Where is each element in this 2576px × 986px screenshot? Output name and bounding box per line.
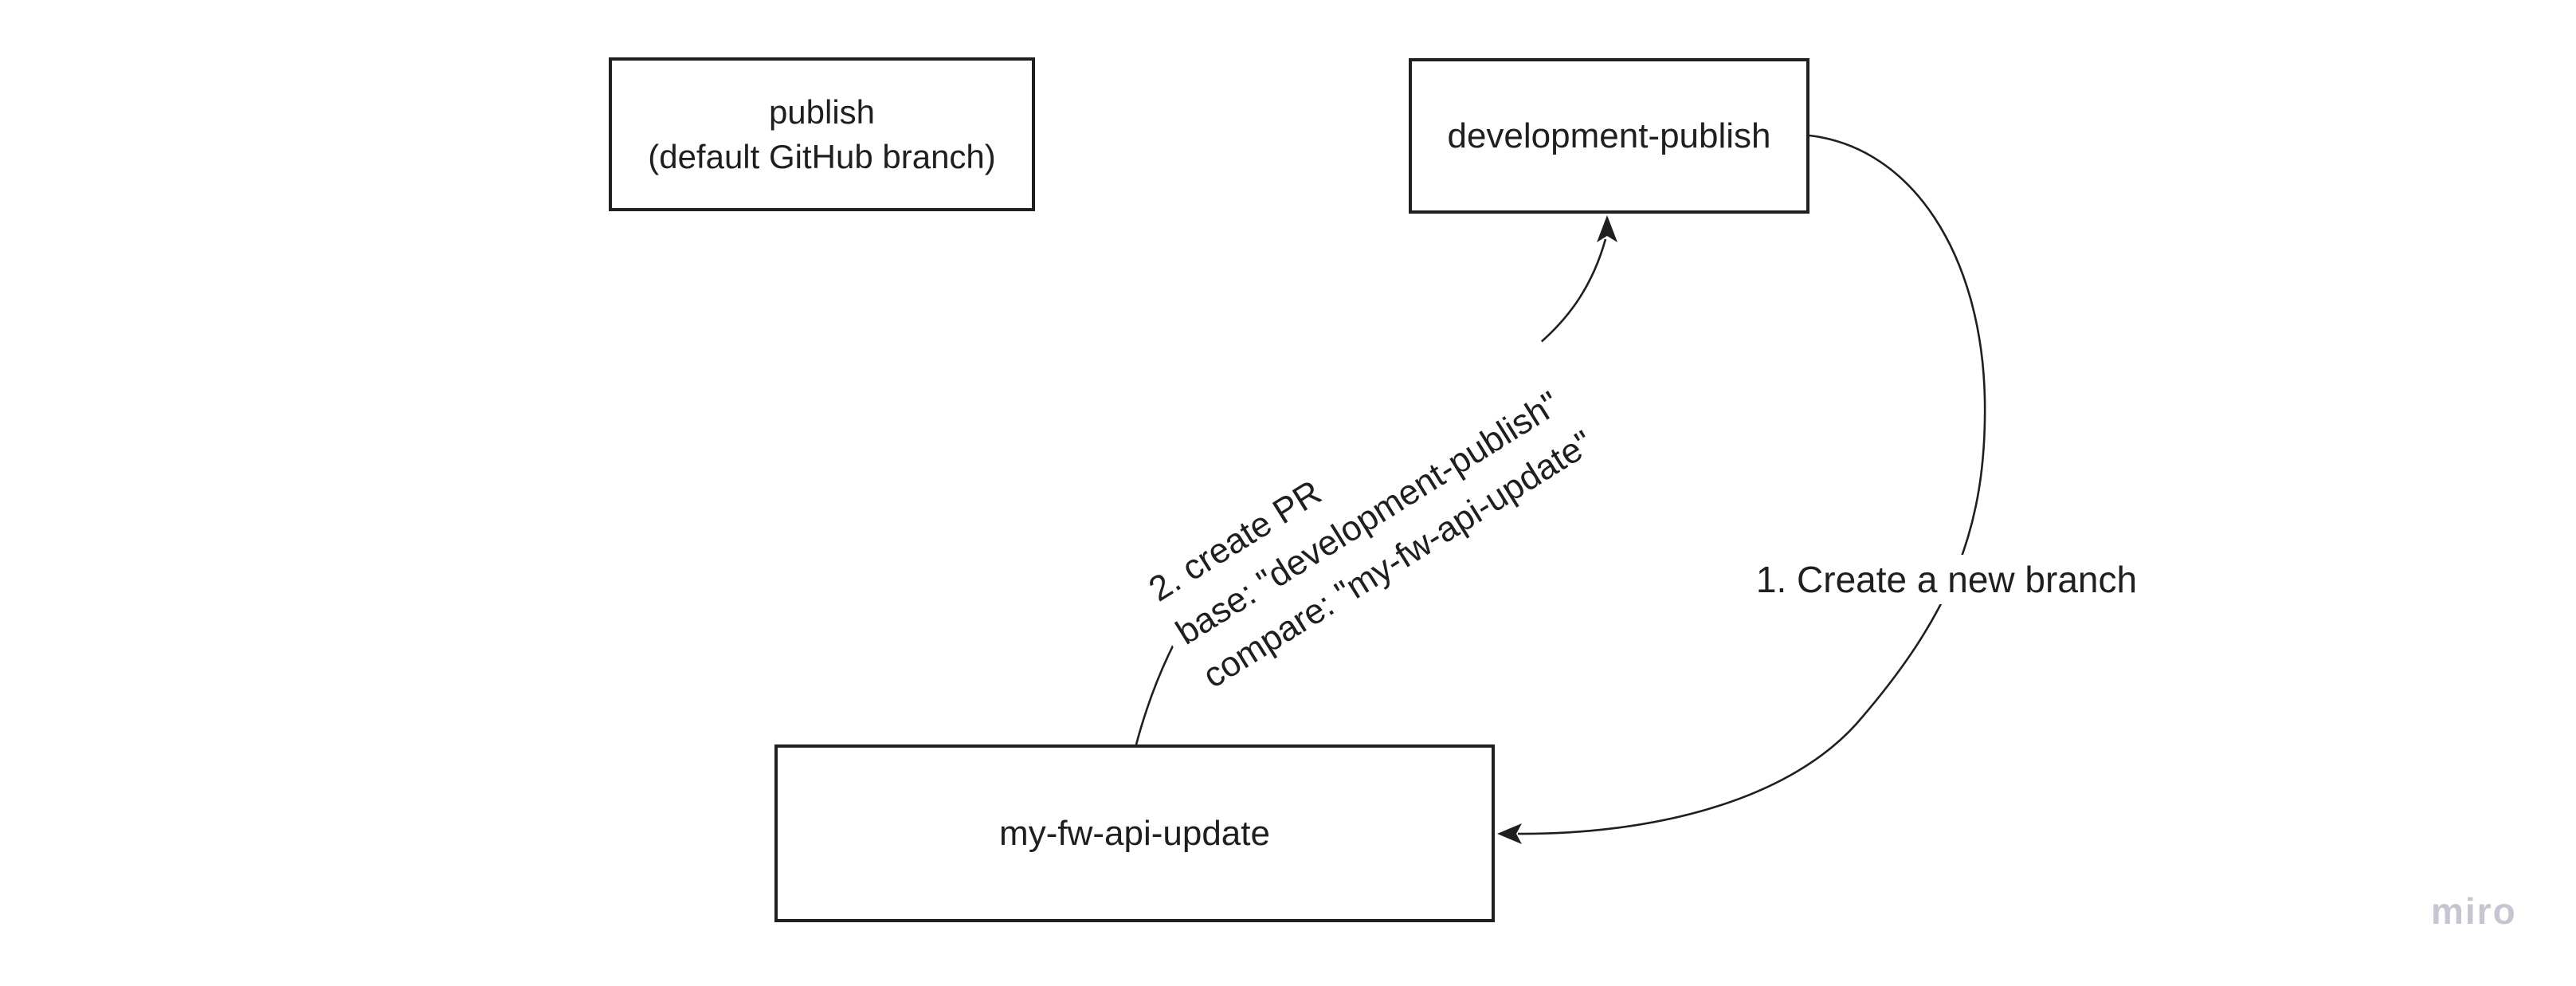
shape-publish-branch: publish (default GitHub branch) — [609, 57, 1035, 211]
shape-development-publish-branch: development-publish — [1409, 58, 1809, 214]
arrowhead-left-icon — [1497, 823, 1522, 844]
shape-publish-label-line2: (default GitHub branch) — [648, 137, 996, 175]
arrowhead-up-icon — [1597, 215, 1617, 242]
connector-create-branch-line — [1517, 134, 1986, 835]
shape-publish-label: publish (default GitHub branch) — [648, 90, 996, 179]
miro-logo-watermark: miro — [2431, 890, 2517, 932]
shape-publish-label-line1: publish — [768, 92, 876, 131]
shape-my-fw-api-update-branch: my-fw-api-update — [774, 744, 1495, 922]
shape-my-fw-api-update-label: my-fw-api-update — [999, 813, 1270, 853]
connector-create-branch-label: 1. Create a new branch — [1743, 555, 2151, 604]
shape-development-publish-label: development-publish — [1447, 116, 1771, 155]
